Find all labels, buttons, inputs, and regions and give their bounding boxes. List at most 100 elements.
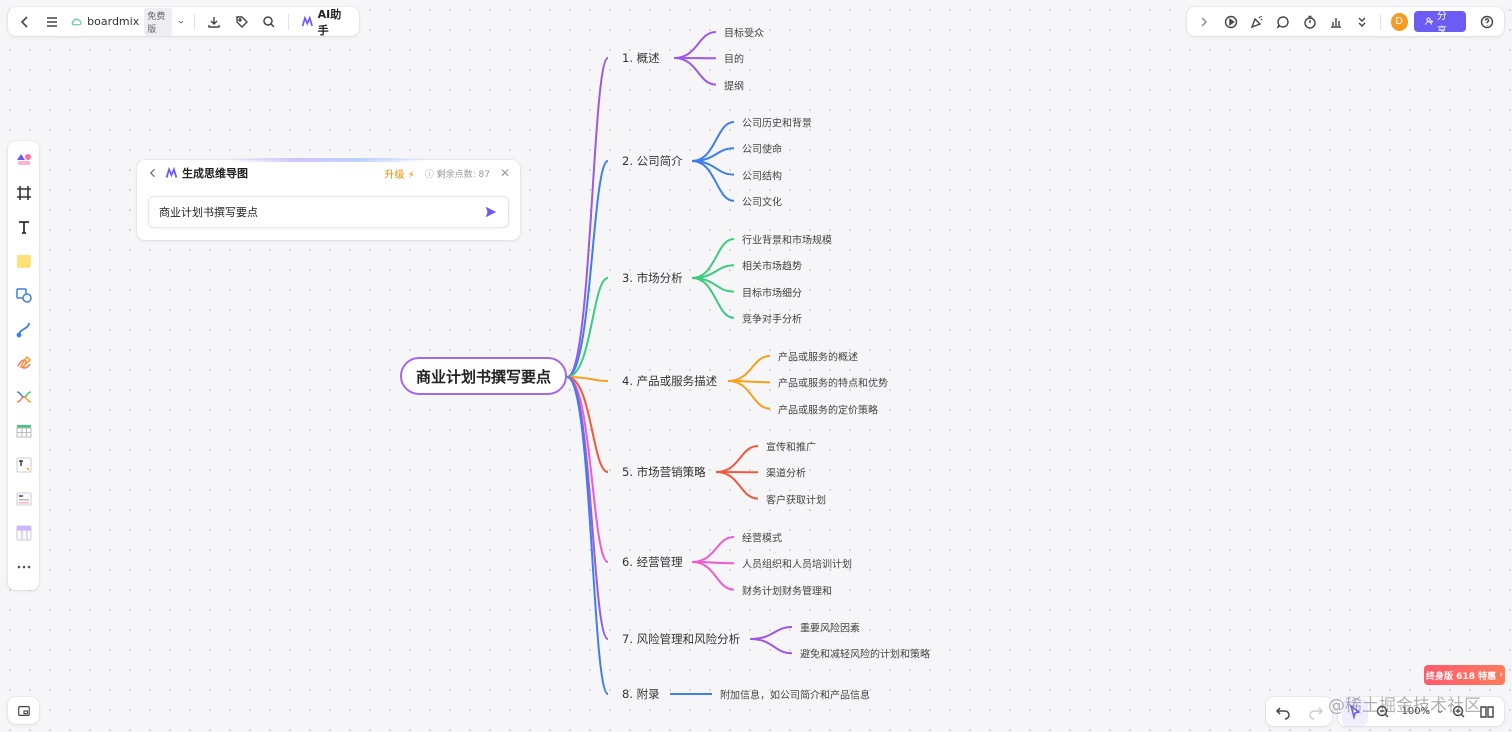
- menu-icon[interactable]: [40, 8, 66, 36]
- undo-icon[interactable]: [1269, 698, 1297, 726]
- mindmap-leaf-node[interactable]: 公司文化: [742, 197, 782, 209]
- mindmap-leaf-node[interactable]: 行业背景和市场规模: [742, 235, 832, 247]
- mindmap-leaf-node[interactable]: 宣传和推广: [766, 442, 816, 454]
- mindmap-leaf-node[interactable]: 公司历史和背景: [742, 118, 812, 130]
- child-connector: [749, 626, 793, 640]
- send-icon[interactable]: [484, 205, 498, 219]
- watermark: @稀土掘金技术社区: [1328, 696, 1481, 716]
- mindmap-leaf-node[interactable]: 产品或服务的概述: [778, 352, 858, 364]
- mindmap-leaf-node[interactable]: 人员组织和人员培训计划: [742, 559, 852, 571]
- frame-icon[interactable]: [10, 179, 38, 207]
- mindmap-leaf-node[interactable]: 提纲: [724, 81, 744, 93]
- mindmap-branch-node[interactable]: 6. 经营管理: [622, 555, 683, 569]
- ai-prompt-input[interactable]: [159, 205, 484, 219]
- grid-layout-icon[interactable]: [10, 519, 38, 547]
- ai-prompt-field[interactable]: [148, 196, 509, 228]
- mindmap-leaf-node[interactable]: 目标市场细分: [742, 288, 802, 300]
- child-connector: [673, 31, 717, 59]
- celebrate-icon[interactable]: [1244, 8, 1270, 36]
- kanban-icon[interactable]: [10, 485, 38, 513]
- timer-icon[interactable]: [1297, 8, 1323, 36]
- ai-mindmap-panel: 生成思维导图 升级 ⚡ ⓘ 剩余点数: 87 ✕: [137, 158, 520, 240]
- mindmap-branch-node[interactable]: 7. 风险管理和风险分析: [622, 632, 741, 646]
- file-title[interactable]: boardmix 免费版: [67, 7, 188, 36]
- select-cursor-icon[interactable]: [1342, 697, 1368, 726]
- text-icon[interactable]: [10, 213, 38, 241]
- sticky-note-icon[interactable]: [10, 247, 38, 275]
- mindmap-leaf-node[interactable]: 附加信息，如公司简介和产品信息: [720, 690, 870, 702]
- search-icon[interactable]: [256, 8, 282, 36]
- mindmap-leaf-node[interactable]: 公司使命: [742, 144, 782, 156]
- mindmap-leaf-node[interactable]: 目的: [724, 54, 744, 66]
- redo-icon[interactable]: [1302, 698, 1330, 726]
- chevron-down-icon[interactable]: [1436, 707, 1444, 716]
- more-tools-icon[interactable]: [10, 553, 38, 581]
- child-connector: [691, 264, 735, 279]
- divider: [1379, 13, 1381, 30]
- book-guide-icon[interactable]: [1474, 698, 1500, 726]
- zoom-level[interactable]: 100%: [1401, 706, 1431, 717]
- mindmap-branch-node[interactable]: 4. 产品或服务描述: [622, 374, 718, 388]
- chevron-down-icon[interactable]: [177, 17, 185, 27]
- child-connector: [691, 238, 735, 279]
- child-connector: [691, 277, 735, 319]
- mindmap-icon[interactable]: [10, 383, 38, 411]
- mindmap-branch-node[interactable]: 2. 公司简介: [622, 154, 683, 168]
- promo-banner[interactable]: 终身版 618 特惠 ›: [1424, 665, 1505, 685]
- user-add-icon: [1424, 17, 1433, 25]
- mindmap-leaf-node[interactable]: 产品或服务的定价策略: [778, 405, 878, 417]
- download-icon[interactable]: [201, 8, 227, 36]
- present-play-icon[interactable]: [1217, 8, 1243, 36]
- mindmap-leaf-node[interactable]: 相关市场趋势: [742, 261, 802, 273]
- tag-icon[interactable]: [229, 8, 255, 36]
- avatar[interactable]: D: [1390, 12, 1408, 31]
- share-button[interactable]: 分享: [1413, 11, 1466, 37]
- help-icon[interactable]: [1474, 8, 1500, 36]
- zoom-out-icon[interactable]: [1370, 698, 1396, 726]
- mindmap-leaf-node[interactable]: 目标受众: [724, 28, 764, 40]
- child-connector: [691, 147, 735, 162]
- ai-panel-title: 生成思维导图: [182, 167, 248, 180]
- mindmap-leaf-node[interactable]: 财务计划财务管理和: [742, 586, 832, 598]
- root-branch-connector: [566, 376, 609, 473]
- child-connector: [749, 638, 793, 655]
- child-connector: [727, 355, 771, 382]
- connector-line-icon[interactable]: [10, 315, 38, 343]
- child-connector: [691, 561, 735, 565]
- back-icon[interactable]: [147, 167, 159, 179]
- comment-icon[interactable]: [1270, 8, 1296, 36]
- zoom-in-icon[interactable]: [1446, 698, 1472, 726]
- more-chevron-icon[interactable]: [1349, 8, 1375, 36]
- mindmap-leaf-node[interactable]: 公司结构: [742, 171, 782, 183]
- mindmap-leaf-node[interactable]: 渠道分析: [766, 468, 806, 480]
- mindmap-branch-node[interactable]: 1. 概述: [622, 51, 660, 65]
- mindmap-leaf-node[interactable]: 经营模式: [742, 533, 782, 545]
- mindmap-leaf-node[interactable]: 避免和减轻风险的计划和策略: [800, 649, 930, 661]
- mindmap-leaf-node[interactable]: 客户获取计划: [766, 495, 826, 507]
- mindmap-branch-node[interactable]: 8. 附录: [622, 687, 660, 701]
- minimap-icon: [17, 705, 30, 716]
- shape-icon[interactable]: [10, 281, 38, 309]
- ai-assistant-button[interactable]: AI助手: [295, 6, 355, 38]
- mindmap-branch-node[interactable]: 5. 市场营销策略: [622, 465, 706, 479]
- table-icon[interactable]: [10, 417, 38, 445]
- text-card-icon[interactable]: [10, 451, 38, 479]
- left-toolbar: [8, 141, 39, 590]
- ai-logo-icon: [165, 166, 178, 178]
- pen-draw-icon[interactable]: [10, 349, 38, 377]
- mindmap-root-node[interactable]: 商业计划书撰写要点: [400, 357, 567, 395]
- vote-chart-icon[interactable]: [1323, 8, 1349, 36]
- mindmap-leaf-node[interactable]: 产品或服务的特点和优势: [778, 378, 888, 390]
- cloud-icon: [71, 18, 82, 25]
- templates-shapes-icon[interactable]: [10, 145, 38, 173]
- close-icon[interactable]: ✕: [499, 166, 510, 180]
- mindmap-leaf-node[interactable]: 竞争对手分析: [742, 314, 802, 326]
- mindmap-branch-node[interactable]: 3. 市场分析: [622, 271, 683, 285]
- child-connector: [727, 380, 771, 410]
- minimap-toggle[interactable]: [8, 697, 39, 724]
- upgrade-link[interactable]: 升级 ⚡: [384, 169, 415, 181]
- back-icon[interactable]: [12, 8, 38, 36]
- mindmap-leaf-node[interactable]: 重要风险因素: [800, 623, 860, 635]
- root-branch-connector: [566, 57, 609, 378]
- collapse-chevron-icon[interactable]: [1191, 8, 1217, 36]
